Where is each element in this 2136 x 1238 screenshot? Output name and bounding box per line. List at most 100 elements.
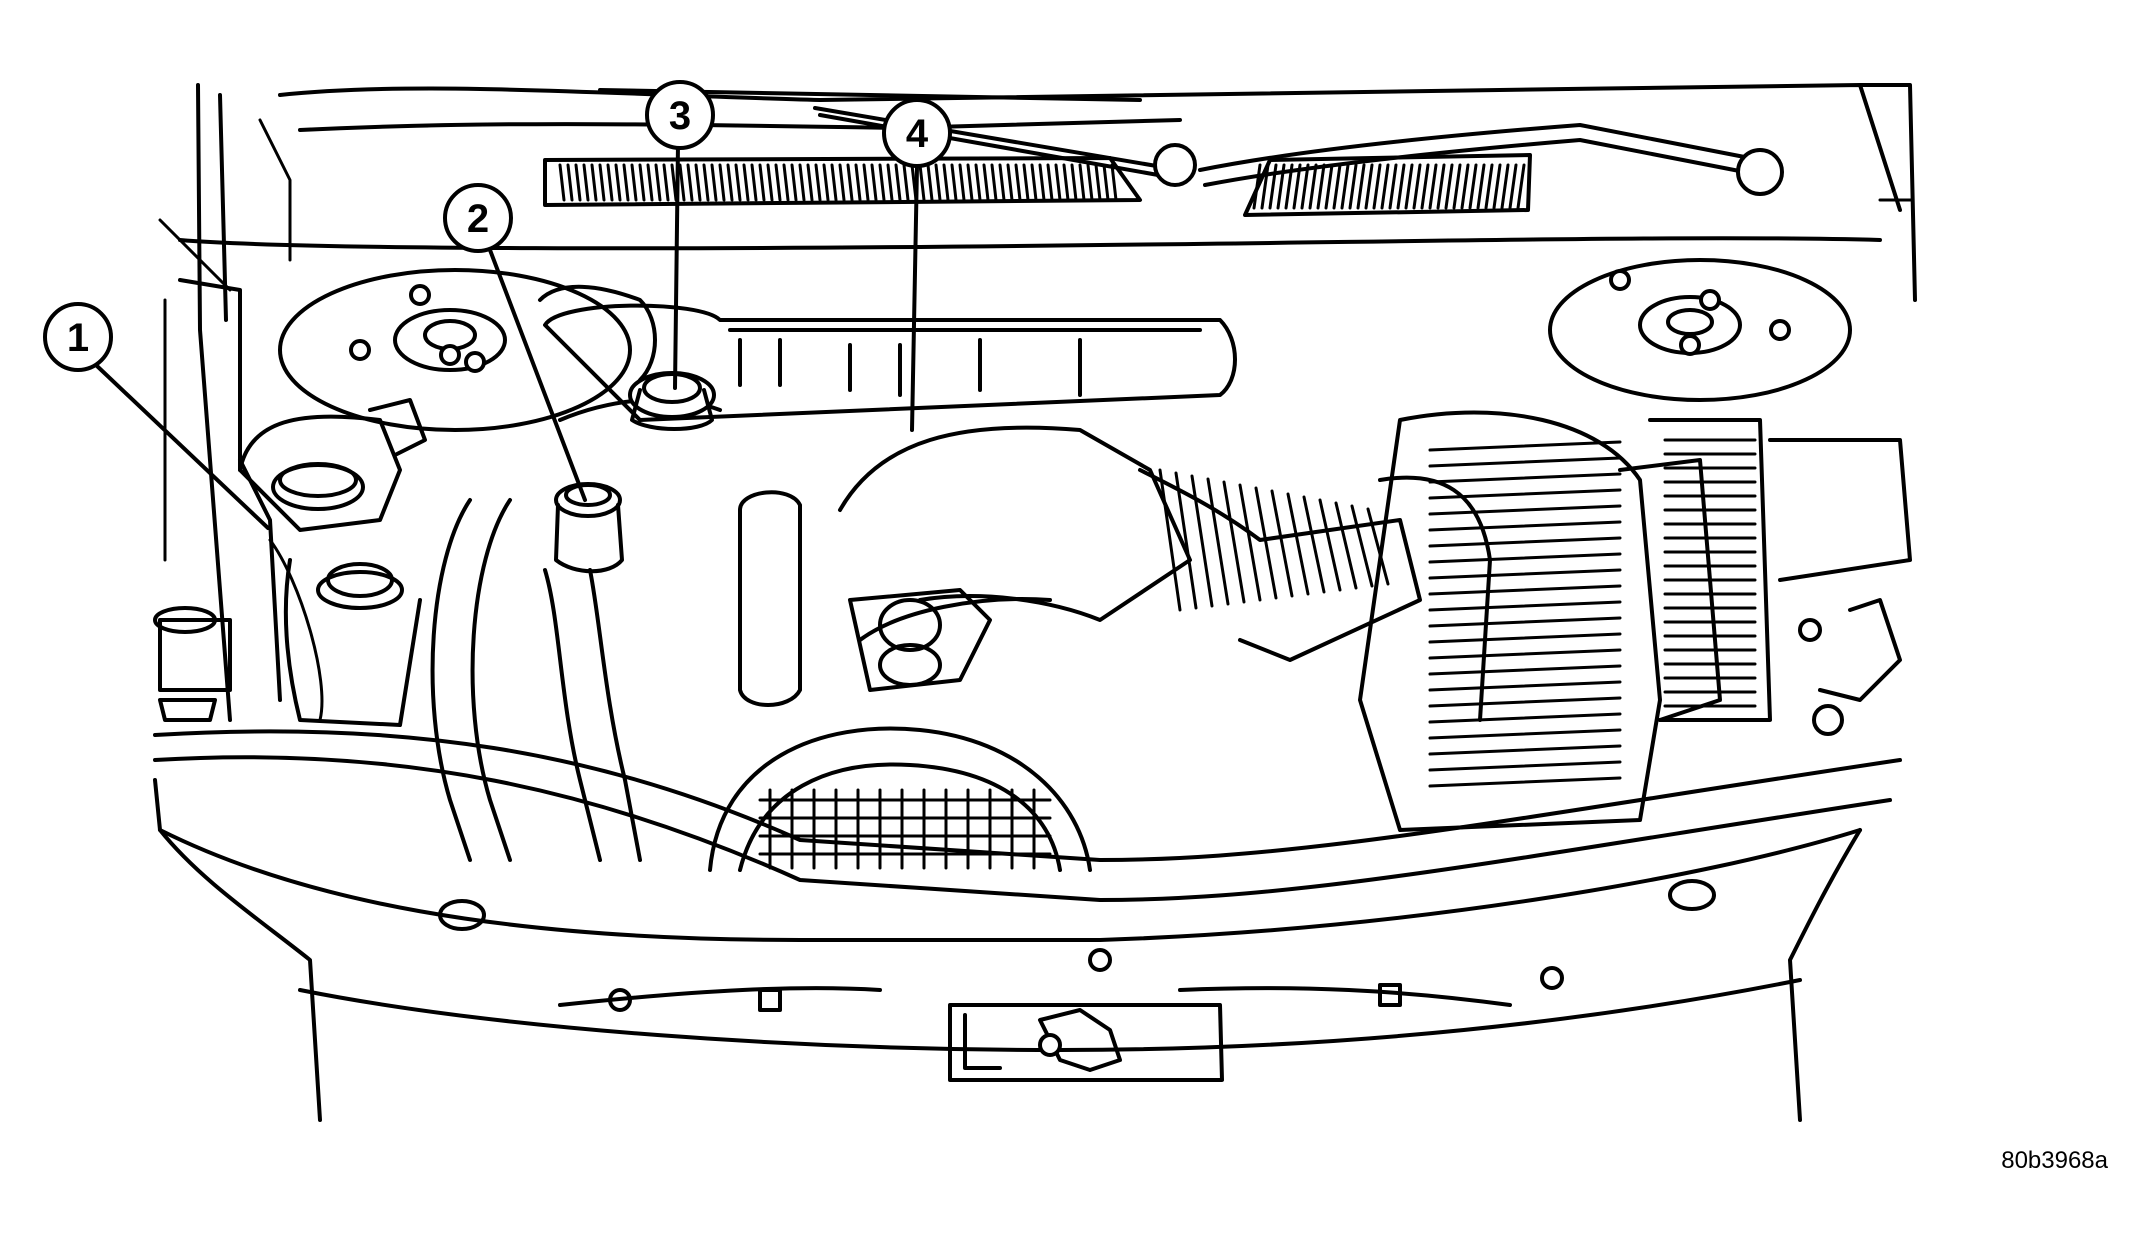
callout-4: 4: [882, 98, 952, 168]
hatch-line: [598, 163, 606, 202]
hatch-line: [1428, 776, 1622, 788]
hatch-line: [1038, 163, 1046, 202]
radiator-hose: [430, 498, 642, 862]
hatch-line: [822, 163, 830, 202]
hatch-line: [574, 163, 582, 202]
hatch-line: [566, 163, 574, 202]
hatch-line: [1428, 568, 1622, 580]
hatch-line: [1190, 474, 1214, 608]
hatch-line: [1270, 489, 1294, 598]
hatch-line: [1014, 163, 1022, 202]
hatch-line: [766, 163, 774, 202]
hatch-line: [838, 163, 846, 202]
hatch-line: [1302, 495, 1326, 594]
hatch-line: [678, 163, 686, 202]
hatch-line: [758, 163, 766, 202]
callout-leaders: [95, 142, 919, 530]
hatch-line: [630, 163, 638, 202]
hatch-line: [558, 163, 566, 202]
hatch-line: [1316, 163, 1326, 210]
hatch-line: [870, 163, 878, 202]
strut-tower-right: [1548, 258, 1852, 402]
hatch-line: [1110, 163, 1118, 202]
hatch-line: [686, 163, 694, 202]
hatch-line: [1420, 163, 1430, 210]
hatch-line: [998, 163, 1006, 202]
hatch-line: [1070, 163, 1078, 202]
hatch-line: [774, 163, 782, 202]
hatch-line: [1428, 456, 1622, 468]
hatch-line: [1412, 163, 1422, 210]
hatch-line: [694, 163, 702, 202]
battery-area: [1648, 418, 1912, 736]
hatch-line: [742, 163, 750, 202]
radiator-support: [153, 729, 1902, 1122]
strut-tower-left: [278, 268, 632, 432]
hatch-line: [966, 163, 974, 202]
callout-1-circle: [43, 302, 113, 372]
hatch-line: [702, 163, 710, 202]
hatch-line: [662, 163, 670, 202]
hatch-line: [1492, 163, 1502, 210]
hatch-line: [1046, 163, 1054, 202]
hatch-line: [1428, 616, 1622, 628]
coolant-reservoir: [238, 398, 427, 727]
hatch-line: [1428, 712, 1622, 724]
hatch-line: [1476, 163, 1486, 210]
hatch-line: [958, 163, 966, 202]
hatch-line: [894, 163, 902, 202]
hatch-line: [1364, 163, 1374, 210]
hatch-line: [1350, 504, 1374, 588]
hatch-line: [926, 163, 934, 202]
hatch-line: [1372, 163, 1382, 210]
hatch-line: [918, 163, 926, 202]
hatch-line: [1332, 163, 1342, 210]
hatch-line: [1428, 648, 1622, 660]
callout-2-label: 2: [467, 197, 489, 241]
hatch-line: [1428, 728, 1622, 740]
hatch-line: [806, 163, 814, 202]
hatch-line: [1222, 480, 1246, 604]
hatch-line: [1516, 163, 1526, 210]
fan-shroud: [708, 726, 1092, 872]
dipstick-tube: [554, 482, 624, 574]
hatch-line: [934, 163, 942, 202]
hatch-line: [734, 163, 742, 202]
callout-4-circle: [882, 98, 952, 168]
hatch-line: [646, 163, 654, 202]
hatch-line: [950, 163, 958, 202]
hatch-line: [974, 163, 982, 202]
hatch-line: [1404, 163, 1414, 210]
hatch-line: [1078, 163, 1086, 202]
callout-2-circle: [443, 183, 513, 253]
hatch-line: [1022, 163, 1030, 202]
hatch-line: [614, 163, 622, 202]
cowl-vent-right: [1243, 153, 1532, 217]
throttle-body: [738, 490, 992, 707]
hatch-line: [718, 163, 726, 202]
hatch-line: [1308, 163, 1318, 210]
hatch-line: [1428, 488, 1622, 500]
hatch-line: [1468, 163, 1478, 210]
hatch-line: [982, 163, 990, 202]
hatch-line: [1252, 163, 1262, 210]
air-intake: [838, 425, 1492, 722]
hatch-line: [1366, 507, 1390, 586]
hatch-line: [1158, 468, 1182, 612]
hatch-line: [1428, 760, 1622, 772]
hatch-line: [1428, 584, 1622, 596]
hatch-line: [1086, 163, 1094, 202]
hatch-line: [1174, 471, 1198, 610]
hatch-line: [1380, 163, 1390, 210]
hatch-line: [1054, 163, 1062, 202]
hood-latch: [948, 1003, 1224, 1082]
hatch-line: [1006, 163, 1014, 202]
hatch-line: [1428, 163, 1438, 210]
hatch-line: [1452, 163, 1462, 210]
hatch-line: [1500, 163, 1510, 210]
hatch-line: [1428, 600, 1622, 612]
hatch-line: [990, 163, 998, 202]
hatch-line: [654, 163, 662, 202]
cowl-vent-left: [543, 156, 1142, 207]
